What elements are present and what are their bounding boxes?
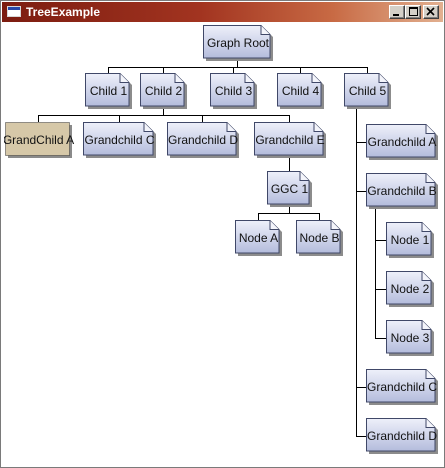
node-child-1[interactable]: Child 1 xyxy=(85,73,132,109)
node-label: Grandchild A xyxy=(367,135,437,149)
node-label: Child 3 xyxy=(214,84,253,98)
note-shape xyxy=(277,73,324,109)
note-shape xyxy=(386,222,434,258)
node-child-2[interactable]: Child 2 xyxy=(140,73,187,109)
note-shape xyxy=(210,73,257,109)
node-label: Child 1 xyxy=(89,84,128,98)
node-node-a[interactable]: Node A xyxy=(235,220,282,256)
node-label: Graph Root xyxy=(206,36,270,50)
node-label: Child 4 xyxy=(281,84,320,98)
node-label: Grandchild C xyxy=(366,380,438,394)
node-label: Grandchild C xyxy=(84,133,155,147)
node-label: Grandchild B xyxy=(367,184,437,198)
note-shape xyxy=(203,25,273,61)
close-icon xyxy=(426,7,435,16)
node-label: Grandchild D xyxy=(366,429,438,443)
node-node-b[interactable]: Node B xyxy=(296,220,343,256)
note-shape xyxy=(366,173,438,209)
node-c5-grandchild-c[interactable]: Grandchild C xyxy=(366,369,438,405)
note-shape xyxy=(235,220,282,256)
node-label: Node 1 xyxy=(390,233,430,247)
node-label: Child 5 xyxy=(348,84,387,98)
title-bar[interactable]: TreeExample xyxy=(2,2,443,22)
note-shape xyxy=(85,73,132,109)
node-ggc-1[interactable]: GGC 1 xyxy=(267,171,312,207)
node-grandchild-c[interactable]: Grandchild C xyxy=(83,122,156,158)
note-shape xyxy=(296,220,343,256)
node-label: Grandchild D xyxy=(167,133,239,147)
node-node-1[interactable]: Node 1 xyxy=(386,222,434,258)
node-label: Node 2 xyxy=(390,282,430,296)
node-node-3[interactable]: Node 3 xyxy=(386,320,434,356)
node-label: GrandChild A xyxy=(4,133,75,147)
maximize-button[interactable] xyxy=(405,5,421,19)
close-button[interactable] xyxy=(423,5,439,19)
node-node-2[interactable]: Node 2 xyxy=(386,271,434,307)
node-child-5[interactable]: Child 5 xyxy=(344,73,391,109)
minimize-button[interactable] xyxy=(389,5,405,19)
note-shape xyxy=(366,369,438,405)
node-grandchild-e[interactable]: Grandchild E xyxy=(254,122,326,158)
node-grandchild-a-selected[interactable]: GrandChild A xyxy=(4,122,75,158)
node-graph-root[interactable]: Graph Root xyxy=(203,25,273,61)
window-title: TreeExample xyxy=(26,5,101,19)
node-c5-grandchild-d[interactable]: Grandchild D xyxy=(366,418,438,454)
node-label: Grandchild E xyxy=(255,133,325,147)
note-shape xyxy=(366,418,438,454)
node-c5-grandchild-b[interactable]: Grandchild B xyxy=(366,173,438,209)
node-label: Child 2 xyxy=(144,84,183,98)
node-label: Node A xyxy=(238,231,279,245)
tree-canvas: Graph Root Child 1 Child 2 Child 3 Child… xyxy=(4,23,441,466)
node-child-3[interactable]: Child 3 xyxy=(210,73,257,109)
selected-box-shape xyxy=(5,122,72,158)
node-label: Node B xyxy=(299,231,340,245)
note-shape xyxy=(267,171,312,207)
note-shape xyxy=(140,73,187,109)
window-icon xyxy=(7,6,21,17)
minimize-icon xyxy=(393,14,399,16)
note-shape xyxy=(386,320,434,356)
maximize-icon xyxy=(409,7,418,16)
note-shape xyxy=(344,73,391,109)
note-shape xyxy=(167,122,239,158)
node-label: GGC 1 xyxy=(270,182,309,196)
node-c5-grandchild-a[interactable]: Grandchild A xyxy=(366,124,438,160)
node-label: Node 3 xyxy=(390,331,430,345)
node-child-4[interactable]: Child 4 xyxy=(277,73,324,109)
node-grandchild-d[interactable]: Grandchild D xyxy=(167,122,239,158)
note-shape xyxy=(366,124,438,160)
note-shape xyxy=(254,122,326,158)
note-shape xyxy=(83,122,156,158)
tree-edges xyxy=(38,61,386,437)
note-shape xyxy=(386,271,434,307)
